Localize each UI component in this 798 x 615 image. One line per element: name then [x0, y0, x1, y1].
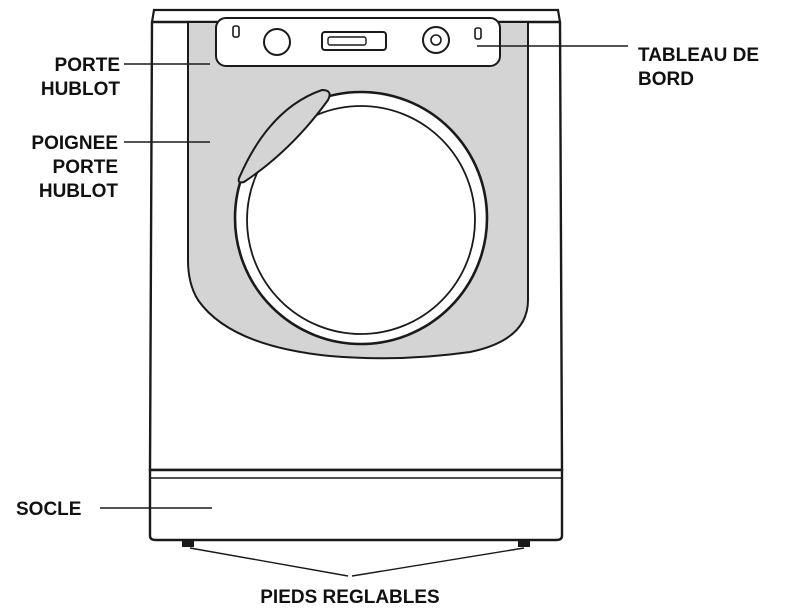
- control-display: [321, 31, 387, 51]
- label-porte-hublot: PORTE HUBLOT: [8, 54, 120, 102]
- control-knob-left: [263, 28, 291, 56]
- leader-pieds-left: [189, 547, 349, 577]
- label-tableau-de-bord: TABLEAU DE BORD: [638, 44, 759, 92]
- label-poignee-line3: HUBLOT: [38, 181, 118, 202]
- label-poignee-line1: POIGNEE: [31, 133, 118, 154]
- control-left-indicator: [232, 25, 240, 38]
- foot-left: [182, 540, 194, 547]
- control-knob-right: [422, 26, 450, 54]
- foot-right: [518, 540, 530, 547]
- label-socle-line1: SOCLE: [16, 499, 82, 520]
- machine-plinth: [148, 468, 564, 542]
- label-poignee-line2: PORTE: [52, 157, 118, 178]
- label-poignee-porte-hublot: POIGNEE PORTE HUBLOT: [6, 132, 118, 204]
- control-right-indicator: [474, 27, 482, 40]
- label-porte-hublot-line1: PORTE: [54, 55, 120, 76]
- porthole-glass: [246, 105, 476, 335]
- label-tableau-line2: BORD: [638, 69, 694, 90]
- label-pieds-line1: PIEDS REGLABLES: [260, 587, 440, 608]
- control-display-inner: [327, 36, 367, 46]
- label-tableau-line1: TABLEAU DE: [638, 45, 760, 66]
- label-pieds-reglables: PIEDS REGLABLES: [210, 586, 490, 610]
- control-knob-right-center: [430, 34, 442, 46]
- label-porte-hublot-line2: HUBLOT: [40, 79, 120, 100]
- label-socle: SOCLE: [16, 498, 81, 522]
- leader-pieds-right: [351, 547, 525, 577]
- door-handle: [237, 88, 331, 184]
